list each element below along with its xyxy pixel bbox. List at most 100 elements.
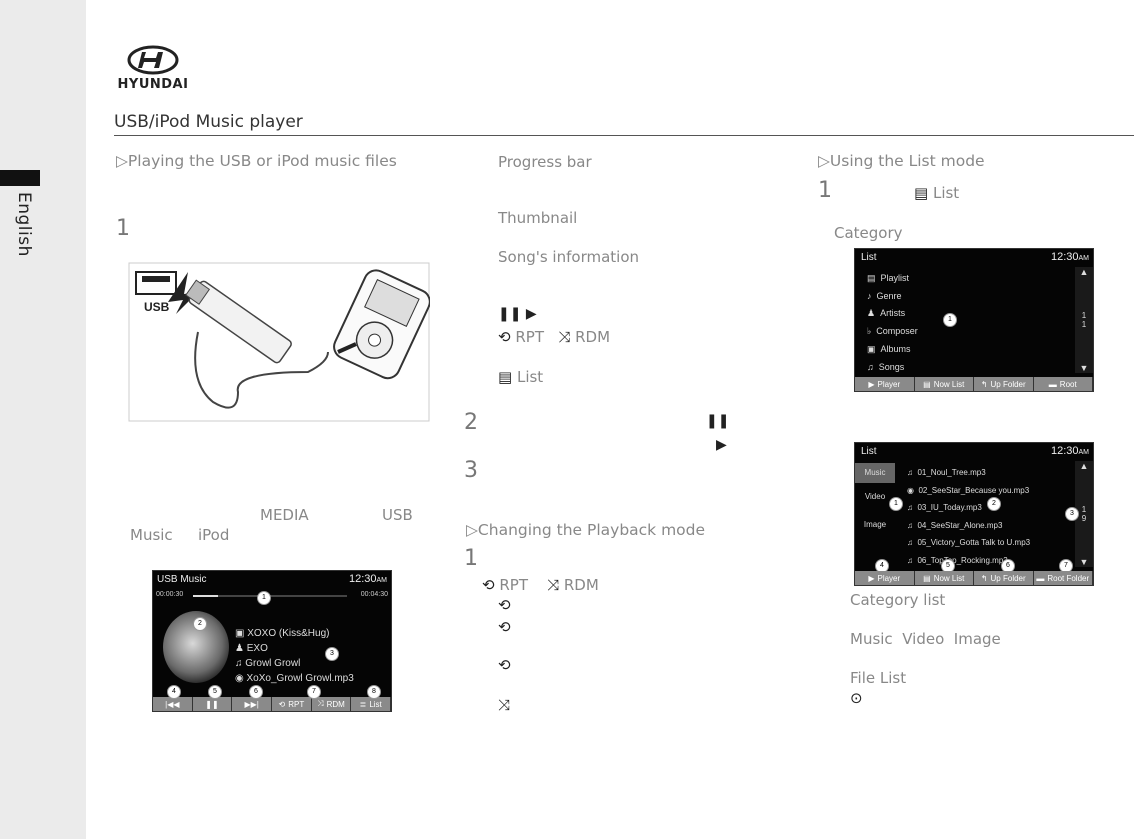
next-button[interactable]: ▶▶| — [232, 697, 273, 711]
title-divider — [114, 135, 1134, 136]
note-icon: ♫ — [907, 555, 918, 565]
music-video-image-label: Music Video Image — [850, 630, 1001, 648]
callout-4: 4 — [167, 685, 181, 699]
repeat-icon: ⟲ — [482, 576, 495, 594]
now-list-button[interactable]: ▤Now List — [915, 571, 974, 585]
callout-8: 8 — [367, 685, 381, 699]
file-item[interactable]: ♫ 03_IU_Today.mp3 — [907, 503, 982, 512]
up-folder-button[interactable]: ↰Up Folder — [974, 377, 1034, 391]
play-icon: ▶ — [716, 437, 727, 453]
repeat-random-label: ⟲ RPT ⤨ RDM — [498, 328, 611, 346]
guitar-icon: ♪ — [867, 290, 877, 301]
hyundai-logo: HYUNDAI — [112, 44, 194, 94]
previous-button[interactable]: |◀◀ — [153, 697, 193, 711]
usb-menu-name: USB — [382, 506, 413, 524]
section-title-playing: ▷Playing the USB or iPod music files — [116, 152, 397, 170]
category-list: ▤ Playlist ♪ Genre ♟ Artists ♭ Composer … — [867, 270, 918, 376]
tab-music[interactable]: Music — [855, 463, 895, 483]
pause-play-icons: ❚❚ ▶ — [498, 306, 537, 322]
file-item[interactable]: ♫ 04_SeeStar_Alone.mp3 — [907, 520, 1003, 530]
repeat-random-label-2: ⟲ RPT ⤨ RDM — [482, 576, 599, 594]
category-item-artists[interactable]: ♟ Artists — [867, 308, 906, 319]
file-item-playing[interactable]: ◉ 02_SeeStar_Because you.mp3 — [907, 485, 1030, 495]
up-folder-button[interactable]: ↰Up Folder — [974, 571, 1034, 585]
note-icon: ♫ — [907, 503, 918, 512]
scroll-total: 1 — [1081, 320, 1087, 329]
note-icon: ♫ — [867, 361, 879, 372]
time-elapsed: 00:00:30 — [156, 591, 184, 598]
category-item-albums[interactable]: ▣ Albums — [867, 343, 911, 354]
repeat-icon: ⟲ — [498, 328, 511, 346]
file-list: ♫ 01_Noul_Tree.mp3 ◉ 02_SeeStar_Because … — [907, 464, 1030, 569]
triangle-bullet-icon: ▷ — [818, 152, 830, 170]
ipod-menu-name: iPod — [198, 526, 230, 544]
callout-1: 1 — [257, 591, 271, 605]
root-folder-button[interactable]: ▬Root Folder — [1034, 571, 1093, 585]
scrollbar[interactable]: ▲ 1 1 ▼ — [1075, 267, 1093, 373]
category-item-genre[interactable]: ♪ Genre — [867, 290, 902, 301]
file-item[interactable]: ♫ 06_TopTop_Rocking.mp3 — [907, 555, 1008, 565]
playlist-icon: ▤ — [867, 273, 881, 283]
file-item[interactable]: ♫ 05_Victory_Gotta Talk to U.mp3 — [907, 538, 1031, 547]
play-icon: ▶ — [868, 379, 875, 389]
callout-7: 7 — [307, 685, 321, 699]
file-row: ◉ XoXo_Growl Growl.mp3 — [235, 673, 354, 684]
player-button[interactable]: ▶Player — [855, 571, 915, 585]
tab-image[interactable]: Image — [863, 520, 887, 529]
scroll-down-icon[interactable]: ▼ — [1079, 557, 1089, 567]
callout-5: 5 — [208, 685, 222, 699]
now-list-button[interactable]: ▤Now List — [915, 377, 974, 391]
screen-header: List 12:30AM — [855, 249, 1093, 265]
list-button-bar: ▶Player ▤Now List ↰Up Folder ▬Root Folde… — [855, 571, 1093, 585]
screen-title: List — [861, 252, 877, 263]
step-number-3: 3 — [464, 458, 478, 483]
pause-button[interactable]: ❚❚ — [193, 697, 233, 711]
scrollbar[interactable]: ▲ 1 9 ▼ — [1075, 461, 1093, 567]
category-label: Category — [834, 224, 903, 242]
category-list-label: Category list — [850, 591, 946, 609]
scroll-down-icon[interactable]: ▼ — [1079, 363, 1089, 373]
triangle-bullet-icon: ▷ — [116, 152, 128, 170]
category-item-songs[interactable]: ♫ Songs — [867, 361, 905, 372]
category-item-composer[interactable]: ♭ Composer — [867, 326, 918, 337]
usb-ipod-connection-illustration: USB — [128, 262, 430, 422]
list-category-screen: List 12:30AM ▤ Playlist ♪ Genre ♟ Artist… — [854, 248, 1094, 392]
clock: 12:30AM — [1050, 445, 1089, 457]
pause-icon: ❚❚ — [706, 413, 730, 429]
player-button[interactable]: ▶Player — [855, 377, 915, 391]
root-button[interactable]: ▬Root — [1034, 377, 1093, 391]
list-icon: ▤ — [498, 368, 513, 386]
repeat-button[interactable]: ⟲RPT — [272, 697, 312, 711]
clef-icon: ♭ — [867, 326, 877, 337]
person-icon: ♟ — [867, 308, 881, 319]
random-button[interactable]: ⤨RDM — [312, 697, 352, 711]
page-title: USB/iPod Music player — [114, 112, 303, 132]
step-number: 1 — [818, 178, 832, 203]
list-button[interactable]: ≣List — [351, 697, 391, 711]
note-icon: ♫ — [907, 468, 918, 477]
list-icon: ≣ — [359, 699, 367, 709]
pause-icon: ❚❚ — [498, 306, 522, 322]
sidebar — [0, 0, 86, 839]
scroll-total: 9 — [1081, 514, 1087, 523]
pause-icon: ❚❚ — [205, 699, 219, 709]
note-icon: ♫ — [235, 658, 246, 669]
file-item[interactable]: ♫ 01_Noul_Tree.mp3 — [907, 468, 986, 477]
album-icon: ▣ — [867, 343, 881, 354]
shuffle-icon: ⤨ — [317, 699, 324, 708]
step-number-1b: 1 — [464, 546, 478, 571]
progress-bar-label: Progress bar — [498, 153, 592, 171]
usb-port-label: USB — [144, 300, 170, 314]
album-row: ♫ Growl Growl — [235, 658, 301, 669]
scroll-up-icon[interactable]: ▲ — [1079, 267, 1089, 277]
scroll-up-icon[interactable]: ▲ — [1079, 461, 1089, 471]
callout-3: 3 — [325, 647, 339, 661]
tab-video[interactable]: Video — [864, 492, 886, 501]
artist-row: ♟ EXO — [235, 643, 268, 654]
hyundai-emblem-icon — [127, 45, 179, 75]
category-item-playlist[interactable]: ▤ Playlist — [867, 273, 910, 283]
person-icon: ♟ — [235, 643, 247, 654]
list-label: ▤ List — [498, 368, 544, 386]
callout-1: 1 — [943, 313, 957, 327]
time-total: 00:04:30 — [360, 591, 388, 598]
